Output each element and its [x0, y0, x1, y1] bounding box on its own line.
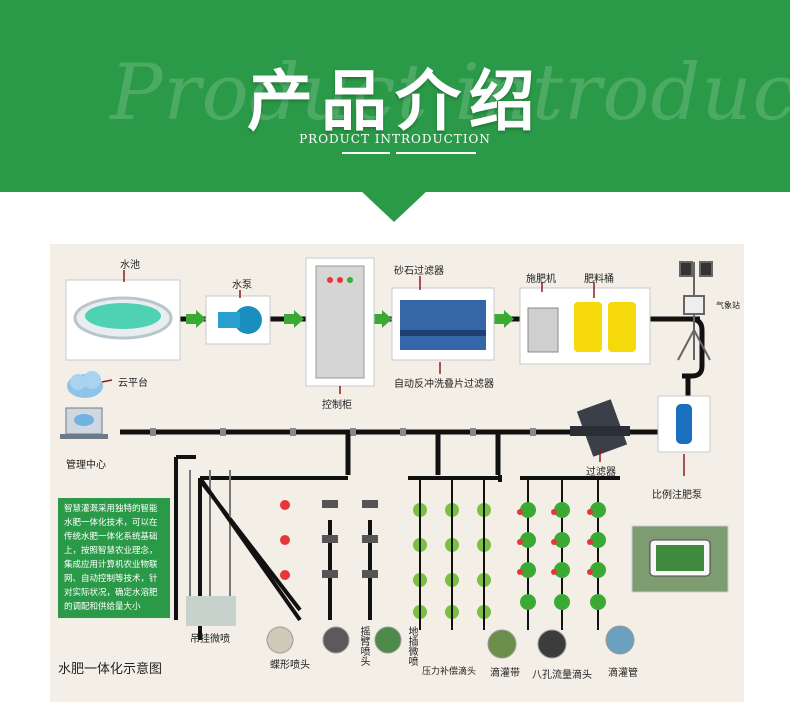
label-weather-station: 气象站	[716, 301, 740, 310]
label-drip-tape: 滴灌带	[490, 668, 520, 679]
diagram-caption: 水肥一体化示意图	[58, 662, 163, 677]
pump-icon	[205, 295, 271, 345]
page-title: 产品介绍	[247, 62, 543, 140]
label-pressure-drip: 压力补偿滴头	[422, 667, 477, 677]
label-proportional-pump: 比例注肥泵	[652, 490, 702, 501]
sand-filter-icon	[391, 287, 495, 361]
cloud-platform-icon	[67, 371, 103, 398]
flow-arrows	[186, 310, 514, 328]
fertilizer-station-icon	[519, 287, 651, 365]
label-management-center: 管理中心	[66, 460, 106, 471]
proportional-pump-icon	[657, 395, 711, 453]
label-ground-micro-spray: 地插微喷	[406, 626, 417, 666]
pressure-drip-lines	[419, 480, 485, 630]
label-hanging-micro-spray: 吊挂微喷	[190, 634, 230, 645]
banner-down-arrow	[360, 190, 428, 222]
subtitle-underline-right	[396, 152, 476, 154]
description-box: 智慧灌溉采用独特的智能水肥一体化技术，可以在传统水肥一体化系统基础上，按照智慧农…	[58, 498, 170, 618]
label-pump: 水泵	[232, 280, 252, 291]
lettuce-plants	[520, 502, 606, 610]
label-fertilizer-machine: 施肥机	[526, 274, 556, 285]
emitter-photo-insets	[266, 625, 635, 659]
rocker-nozzles	[322, 500, 378, 578]
label-sand-filter: 砂石过滤器	[394, 266, 444, 277]
butterfly-nozzles	[280, 500, 290, 580]
page-subtitle: PRODUCT INTRODUCTION	[299, 132, 491, 146]
banner-watermark: Product introduction	[110, 48, 790, 138]
label-rocker-nozzle: 摇臂喷头	[358, 626, 369, 666]
weather-station-icon	[677, 261, 713, 361]
branch-pipes	[345, 434, 501, 475]
label-control-cabinet: 控制柜	[322, 400, 352, 411]
label-butterfly-nozzle: 蝶形喷头	[270, 660, 310, 671]
pointer-arrows	[101, 270, 685, 476]
control-cabinet-icon	[305, 257, 375, 387]
diagonal-spray-line	[198, 476, 302, 622]
label-cloud-platform: 云平台	[118, 378, 148, 389]
subtitle-underline-left	[342, 152, 390, 154]
label-pool: 水池	[120, 260, 140, 271]
y-filter-icon	[570, 399, 630, 457]
red-drippers	[517, 509, 593, 575]
hanging-spray-photo	[186, 596, 236, 626]
label-eight-hole-drip: 八孔流量滴头	[532, 670, 592, 681]
pool-icon	[65, 279, 181, 361]
computer-icon	[60, 407, 108, 439]
label-fertilizer-tank: 肥料桶	[584, 274, 614, 285]
branch-horizontal-pipes	[174, 455, 620, 640]
header-banner: Product introduction 产品介绍 PRODUCT INTROD…	[0, 0, 790, 192]
label-drip-pipe: 滴灌管	[608, 668, 638, 679]
label-filter: 过滤器	[586, 467, 616, 478]
label-backwash-filter: 自动反冲洗叠片过滤器	[394, 379, 494, 390]
mobile-app-photo	[631, 525, 729, 593]
